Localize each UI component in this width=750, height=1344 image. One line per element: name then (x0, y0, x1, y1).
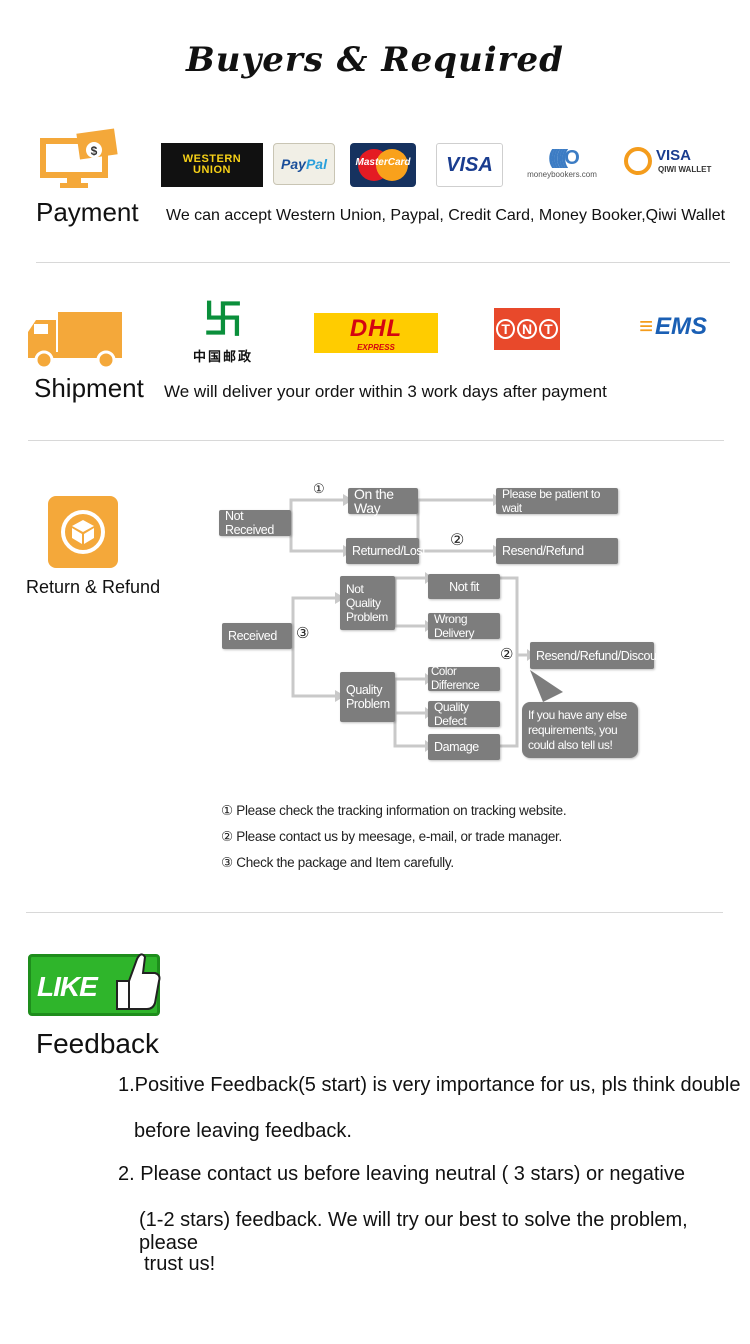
flow-not-quality-problem: Not Quality Problem (340, 576, 395, 630)
flow-quality-problem: Quality Problem (340, 672, 395, 722)
payment-text: We can accept Western Union, Paypal, Cre… (166, 207, 726, 224)
feedback-label: Feedback (36, 1028, 159, 1059)
flow-color-difference: Color Difference (428, 666, 500, 692)
flow-received: Received (222, 623, 292, 649)
flow-returned-lost: Returned/Lost (346, 538, 426, 564)
feedback-line: before leaving feedback. (134, 1120, 352, 1142)
payment-label: Payment (36, 197, 139, 227)
flow-step-2: ② (450, 532, 465, 549)
refund-note: ③ Check the package and Item carefully. (221, 855, 454, 870)
refund-box-icon (48, 496, 118, 568)
mastercard-logo: MasterCard (350, 143, 416, 187)
flow-else-requirements-bubble: If you have any else requirements, you c… (522, 702, 638, 758)
flow-not-received: Not Received (219, 509, 291, 537)
truck-icon (28, 312, 122, 370)
flow-not-fit: Not fit (428, 574, 500, 599)
flow-damage: Damage (428, 734, 500, 760)
like-badge: LIKE (28, 953, 161, 1016)
feedback-line: 1.Positive Feedback(5 start) is very imp… (118, 1074, 741, 1096)
thumbs-up-icon (116, 953, 161, 1010)
ems-logo: ≡EMS (638, 313, 708, 340)
svg-text:$: $ (91, 144, 98, 158)
flow-resend-refund-discount: Resend/Refund/Discount (530, 642, 667, 669)
divider (28, 440, 724, 441)
flow-step-3: ③ (296, 625, 310, 642)
flow-be-patient: Please be patient to wait (496, 487, 618, 515)
china-post-logo: 卐 中国邮政 (192, 297, 253, 364)
page-title: Buyers & Required (186, 40, 564, 80)
refund-label: Return & Refund (26, 577, 161, 597)
flow-resend-refund: Resend/Refund (496, 538, 618, 564)
flow-step-2b: ② (500, 646, 514, 663)
shipment-label: Shipment (34, 373, 144, 403)
refund-flowchart-lines (289, 494, 563, 752)
qiwi-wallet-logo: VISA QIWI WALLET (624, 143, 716, 183)
divider (36, 262, 730, 263)
visa-logo: VISA (436, 143, 503, 187)
flow-on-the-way: On the Way (348, 487, 418, 515)
flow-step-1: ① (313, 481, 325, 496)
divider (26, 912, 723, 913)
feedback-line: 2. Please contact us before leaving neut… (118, 1163, 685, 1185)
shipment-text: We will deliver your order within 3 work… (164, 382, 607, 401)
feedback-line: (1-2 stars) feedback. We will try our be… (139, 1209, 688, 1254)
moneybookers-logo: ((((((O moneybookers.com (527, 147, 597, 179)
feedback-line: trust us! (144, 1253, 216, 1275)
refund-note: ② Please contact us by meesage, e-mail, … (221, 829, 562, 844)
refund-note: ① Please check the tracking information … (221, 803, 567, 818)
dhl-logo: DHL EXPRESS (314, 313, 438, 353)
flow-wrong-delivery: Wrong Delivery (428, 612, 500, 640)
payment-monitor-icon: $ (40, 128, 118, 188)
flow-quality-defect: Quality Defect (428, 700, 500, 728)
